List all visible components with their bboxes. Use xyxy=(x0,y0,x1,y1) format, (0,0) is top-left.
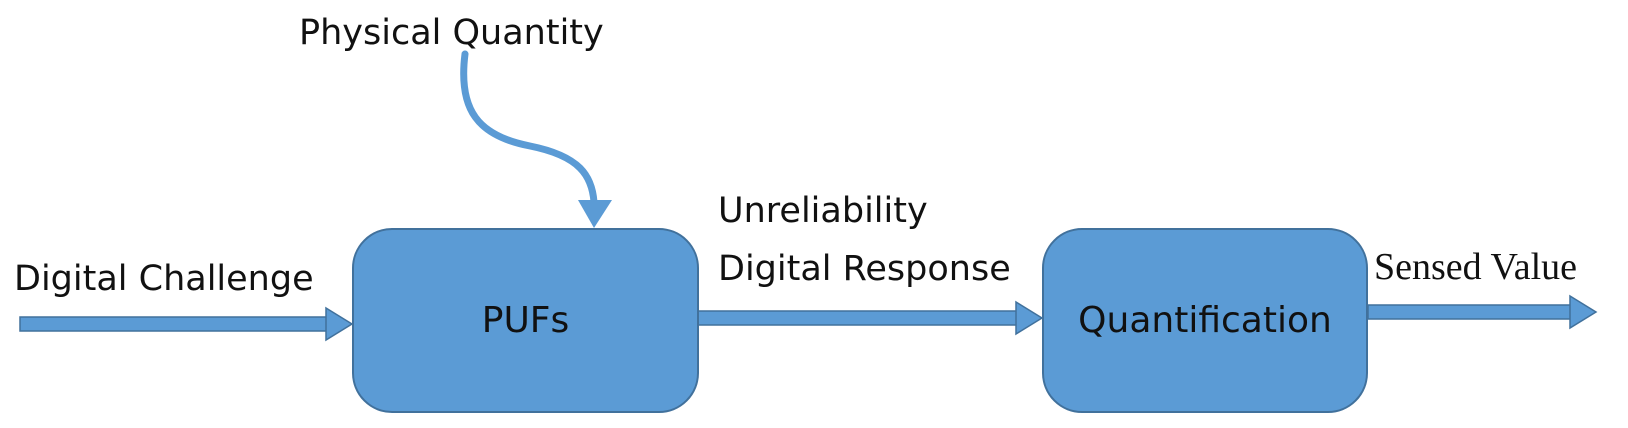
pufs-box-label: PUFs xyxy=(481,300,570,341)
sensed-value-arrow xyxy=(1367,294,1598,330)
pufs-box: PUFs xyxy=(352,228,699,413)
sensed-value-label: Sensed Value xyxy=(1374,246,1577,288)
digital-challenge-arrow xyxy=(19,306,354,342)
digital-response-label: Digital Response xyxy=(718,249,1011,289)
quantification-box-label: Quantification xyxy=(1078,300,1332,341)
digital-response-arrow xyxy=(697,300,1044,336)
unreliability-label: Unreliability xyxy=(718,191,928,231)
physical-quantity-label: Physical Quantity xyxy=(299,13,604,53)
quantification-box: Quantification xyxy=(1042,228,1368,413)
physical-quantity-arrow xyxy=(460,50,612,228)
digital-challenge-label: Digital Challenge xyxy=(14,259,314,299)
